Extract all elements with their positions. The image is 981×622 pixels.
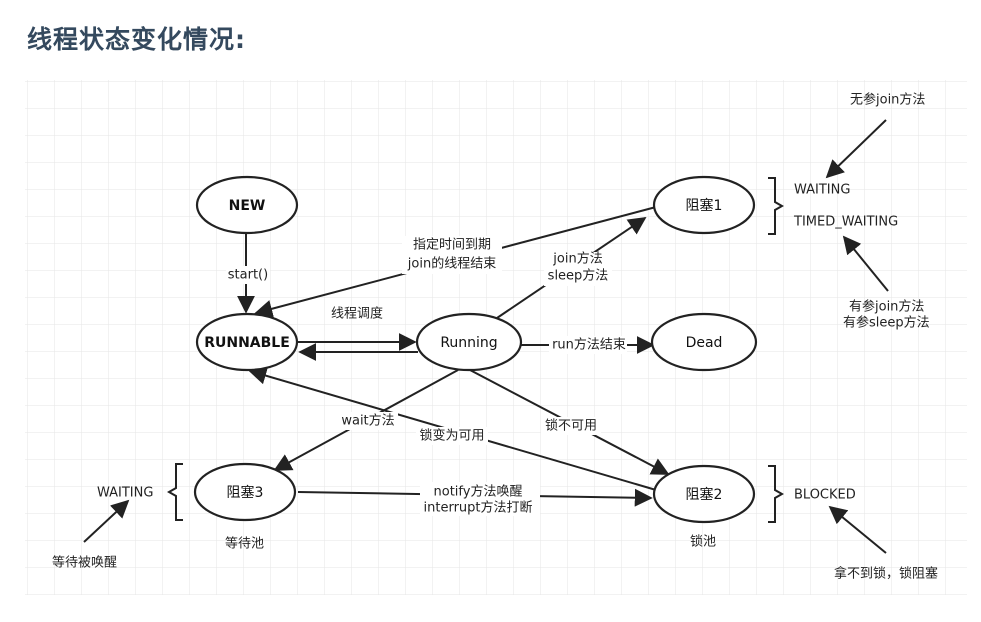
arrow-no-arg-join	[825, 119, 887, 179]
annotation-no-arg-join: 无参join方法	[850, 92, 925, 108]
node-blocked2	[652, 464, 756, 524]
edge-label-start: start()	[228, 268, 268, 283]
edge-label-timeout-2: join的线程结束	[407, 256, 496, 272]
node-running	[415, 312, 523, 372]
edge-label-join-1: join方法	[552, 251, 602, 267]
node-blocked1-label: 阻塞1	[686, 197, 723, 214]
annotation-timed-waiting: TIMED_WAITING	[793, 215, 898, 230]
edge-label-run-end: run方法结束	[552, 337, 626, 353]
annotation-wait-pool: 等待池	[225, 536, 264, 552]
brace-right-bottom	[768, 465, 785, 523]
annotation-wait-wakeup: 等待被唤醒	[52, 555, 117, 571]
edge-label-wait: wait方法	[341, 413, 394, 429]
brace-left	[166, 463, 183, 521]
node-running-label: Running	[440, 335, 497, 351]
annotation-arg-join-1: 有参join方法	[849, 299, 924, 315]
node-runnable-label: RUNNABLE	[204, 335, 290, 351]
annotation-arg-join-2: 有参sleep方法	[843, 315, 930, 331]
page-title: 线程状态变化情况:	[27, 25, 246, 54]
edge-label-timeout-1: 指定时间到期	[413, 238, 491, 253]
node-blocked3	[193, 462, 297, 522]
annotation-lock-pool: 锁池	[690, 534, 716, 550]
label-backgrounds	[226, 236, 627, 516]
edge-label-notify-2: interrupt方法打断	[424, 500, 533, 516]
node-blocked3-label: 阻塞3	[227, 484, 264, 501]
node-new	[195, 175, 299, 235]
annotation-waiting-right: WAITING	[794, 183, 850, 198]
arrow-wait-wakeup	[83, 499, 130, 543]
edge-label-lock-available: 锁变为可用	[419, 428, 484, 444]
node-new-label: NEW	[229, 198, 266, 214]
annotation-waiting-left: WAITING	[97, 486, 153, 501]
arrow-lock-blocked	[828, 505, 887, 554]
brace-right-top	[768, 177, 785, 235]
edge-label-schedule: 线程调度	[331, 306, 383, 322]
edge-label-lock-unavailable: 锁不可用	[545, 418, 597, 434]
edge-label-join-2: sleep方法	[548, 268, 609, 284]
node-runnable	[195, 312, 299, 372]
nodes	[193, 175, 758, 524]
annotation-blocked-state: BLOCKED	[794, 488, 856, 503]
node-dead-label: Dead	[686, 335, 723, 351]
annotation-lock-blocked: 拿不到锁，锁阻塞	[834, 566, 938, 582]
node-dead	[650, 312, 758, 372]
edge-label-notify-1: notify方法唤醒	[434, 484, 523, 500]
arrow-arg-join	[842, 235, 889, 292]
node-blocked2-label: 阻塞2	[686, 486, 723, 503]
node-blocked1	[652, 175, 756, 235]
